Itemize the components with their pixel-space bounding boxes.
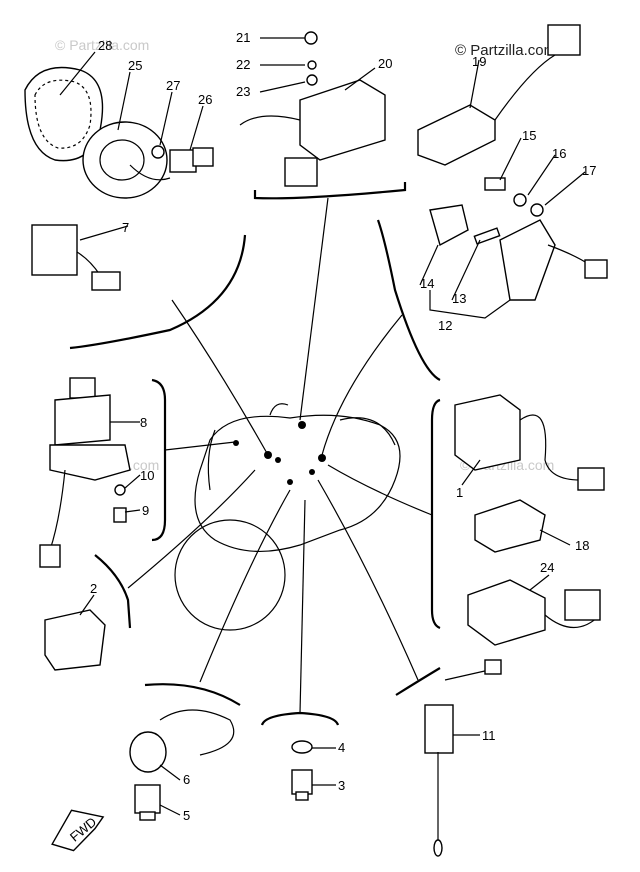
bracket-group-top-center [253, 182, 407, 200]
part-27-washer [151, 145, 165, 159]
bracket-group-left [151, 378, 167, 542]
parts-9-10-fasteners [113, 484, 127, 523]
watermark-top-right: © Partzilla.com [455, 42, 556, 59]
fwd-arrow: FWD [51, 809, 105, 852]
part-6-sensor [129, 709, 235, 773]
callout-21: 21 [236, 30, 250, 45]
callout-17: 17 [582, 163, 596, 178]
callout-leaders [59, 37, 586, 816]
bracket-group-bottom-left [144, 683, 241, 706]
part-18-relay [474, 499, 546, 553]
bracket-group-bottom-right [395, 667, 441, 696]
callout-1: 1 [456, 485, 463, 500]
callout-numbers: 28 25 27 26 7 21 22 23 20 19 15 16 17 14… [90, 30, 596, 823]
connector-dots [233, 421, 326, 485]
callout-15: 15 [522, 128, 536, 143]
callout-12: 12 [438, 318, 452, 333]
part-8-ignition-switch [39, 377, 131, 568]
watermark-top-left: © Partzilla.com [55, 37, 149, 53]
callout-20: 20 [378, 56, 392, 71]
callout-19: 19 [472, 54, 486, 69]
callout-13: 13 [452, 291, 466, 306]
frame-outline [174, 403, 401, 631]
part-19-unit [417, 24, 581, 166]
callout-6: 6 [183, 772, 190, 787]
part-20-regulator [239, 31, 386, 187]
callout-9: 9 [142, 503, 149, 518]
callout-24: 24 [540, 560, 554, 575]
callout-5: 5 [183, 808, 190, 823]
callout-10: 10 [140, 468, 154, 483]
part-25-stator [82, 121, 171, 199]
bracket-group-bottom-center [260, 711, 340, 726]
callout-23: 23 [236, 84, 250, 99]
parts-15-17-fasteners [484, 177, 544, 217]
part-3-switch [291, 769, 313, 801]
part-1-flasher [454, 394, 605, 491]
callout-8: 8 [140, 415, 147, 430]
callout-22: 22 [236, 57, 250, 72]
callout-28: 28 [98, 38, 112, 53]
callout-11: 11 [482, 728, 496, 743]
callout-25: 25 [128, 58, 142, 73]
callout-7: 7 [122, 220, 129, 235]
callout-3: 3 [338, 778, 345, 793]
leader-lines [127, 197, 433, 714]
callout-4: 4 [338, 740, 345, 755]
part-24-unit [467, 579, 601, 646]
callout-18: 18 [575, 538, 589, 553]
part-4-washer [291, 740, 313, 754]
bracket-group-right [430, 398, 441, 630]
callout-14: 14 [420, 276, 434, 291]
bracket-group-left-lower [94, 554, 132, 629]
callout-16: 16 [552, 146, 566, 161]
bracket-group-top-right [376, 219, 441, 381]
part-26-connector [169, 147, 214, 173]
parts-12-14-switch [429, 204, 608, 301]
callout-27: 27 [166, 78, 180, 93]
bracket-group-top-left [69, 234, 247, 350]
callout-26: 26 [198, 92, 212, 107]
part-5-switch [134, 784, 161, 821]
part-11-switch [424, 659, 502, 857]
part-2-relay [44, 609, 106, 671]
callout-2: 2 [90, 581, 97, 596]
part-7-relay [31, 224, 121, 291]
